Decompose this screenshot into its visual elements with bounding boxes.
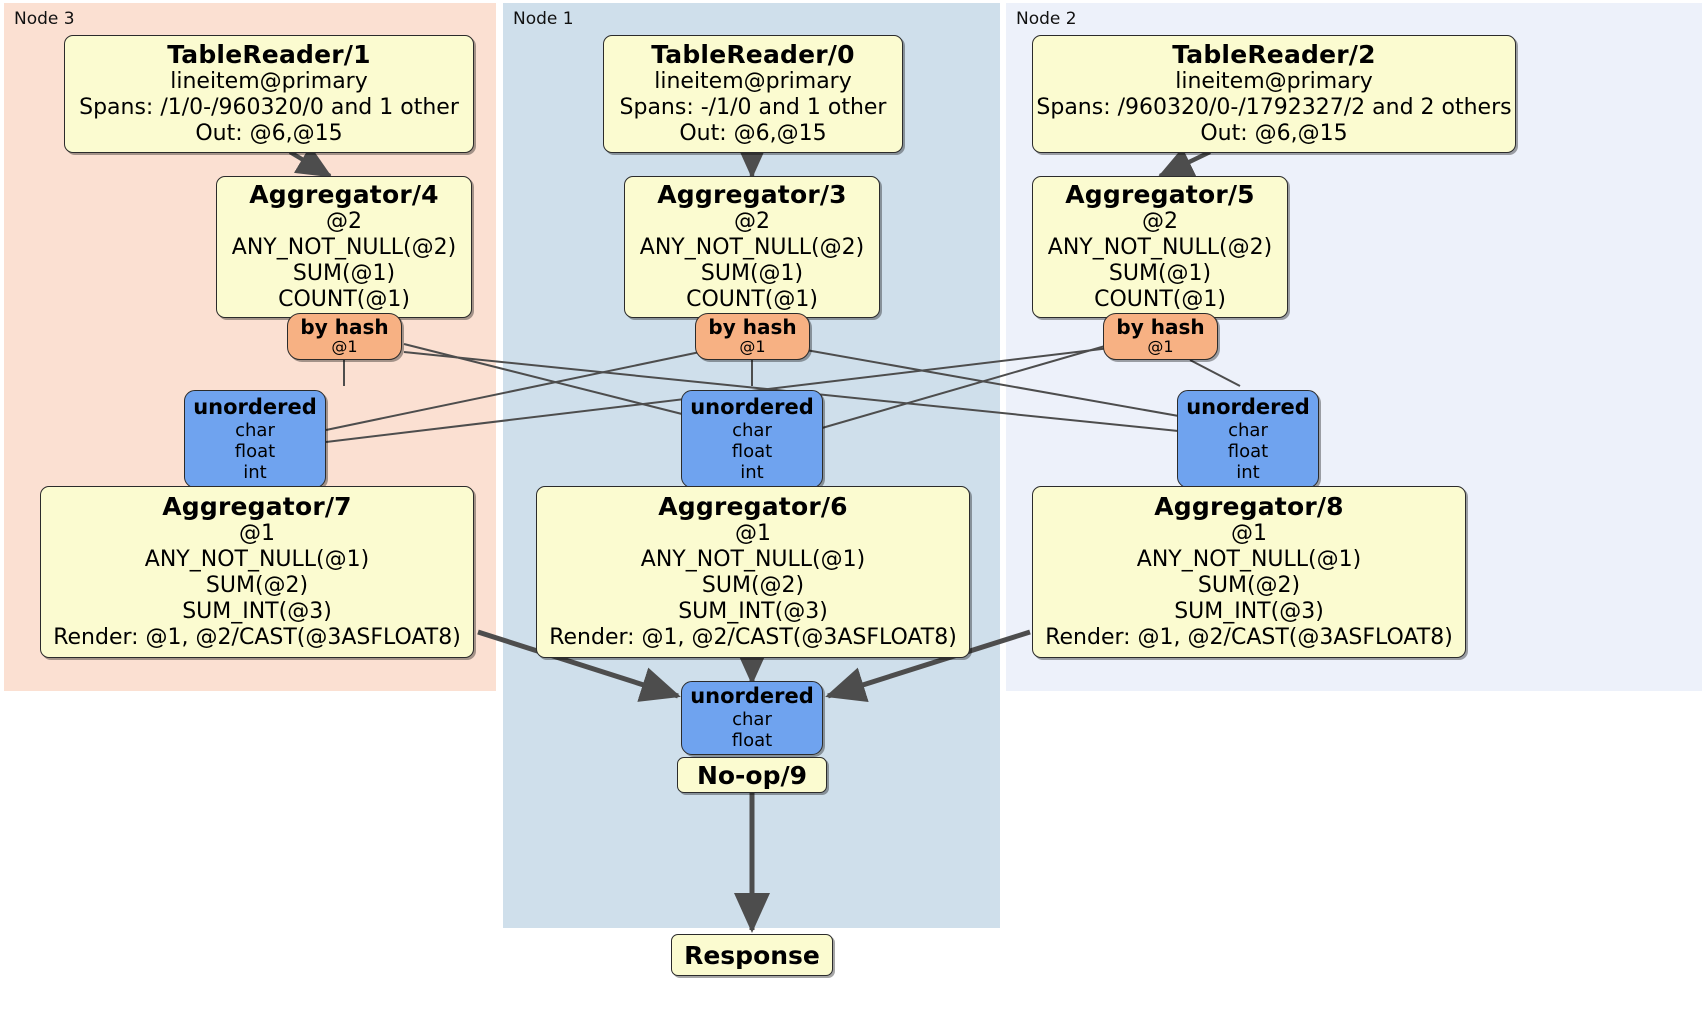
aggregator-7-title: Aggregator/7 bbox=[162, 492, 352, 522]
response-node[interactable]: Response bbox=[671, 934, 833, 976]
synchronizer-node3-title: unordered bbox=[193, 394, 317, 419]
aggregator-3-func-1: ANY_NOT_NULL(@2) bbox=[639, 235, 865, 261]
no-op-9-title: No-op/9 bbox=[696, 760, 808, 790]
aggregator-3[interactable]: Aggregator/3 @2 ANY_NOT_NULL(@2) SUM(@1)… bbox=[624, 176, 880, 318]
table-reader-node2-out: Out: @6,@15 bbox=[1200, 120, 1348, 146]
aggregator-8-group: @1 bbox=[1231, 521, 1267, 547]
hash-router-node2-title: by hash bbox=[1116, 315, 1205, 340]
table-reader-node3-out: Out: @6,@15 bbox=[195, 120, 343, 146]
synchronizer-node3-type-3: int bbox=[243, 462, 267, 483]
aggregator-5-func-2: SUM(@1) bbox=[1108, 261, 1212, 286]
aggregator-8-func-1: ANY_NOT_NULL(@1) bbox=[1136, 547, 1362, 573]
aggregator-8-func-2: SUM(@2) bbox=[1197, 573, 1301, 599]
aggregator-4[interactable]: Aggregator/4 @2 ANY_NOT_NULL(@2) SUM(@1)… bbox=[216, 176, 472, 318]
aggregator-6-render: Render: @1, @2/CAST(@3ASFLOAT8) bbox=[549, 624, 957, 650]
synchronizer-node2-type-1: char bbox=[1228, 419, 1268, 441]
aggregator-3-group: @2 bbox=[734, 209, 770, 235]
hash-router-node3-title: by hash bbox=[300, 315, 389, 340]
table-reader-node3-title: TableReader/1 bbox=[167, 40, 371, 70]
table-reader-node1-out: Out: @6,@15 bbox=[679, 120, 827, 146]
table-reader-node2-title: TableReader/2 bbox=[1172, 40, 1376, 70]
hash-router-node3[interactable]: by hash @1 bbox=[287, 313, 402, 360]
aggregator-3-func-3: COUNT(@1) bbox=[686, 286, 818, 312]
aggregator-8-title: Aggregator/8 bbox=[1154, 492, 1344, 522]
table-reader-node1[interactable]: TableReader/0 lineitem@primary Spans: -/… bbox=[603, 35, 903, 153]
aggregator-5[interactable]: Aggregator/5 @2 ANY_NOT_NULL(@2) SUM(@1)… bbox=[1032, 176, 1288, 318]
aggregator-7-group: @1 bbox=[239, 521, 275, 547]
aggregator-4-title: Aggregator/4 bbox=[249, 180, 439, 210]
aggregator-5-group: @2 bbox=[1142, 209, 1178, 235]
aggregator-5-func-1: ANY_NOT_NULL(@2) bbox=[1047, 235, 1273, 261]
table-reader-node2-spans: Spans: /960320/0-/1792327/2 and 2 others bbox=[1036, 95, 1512, 121]
aggregator-6-title: Aggregator/6 bbox=[658, 492, 848, 522]
synchronizer-node2-type-2: float bbox=[1227, 440, 1269, 462]
aggregator-6-func-3: SUM_INT(@3) bbox=[678, 598, 828, 624]
table-reader-node3-spans: Spans: /1/0-/960320/0 and 1 other bbox=[79, 95, 459, 121]
aggregator-4-func-2: SUM(@1) bbox=[292, 261, 396, 286]
aggregator-4-func-1: ANY_NOT_NULL(@2) bbox=[231, 235, 457, 261]
aggregator-6[interactable]: Aggregator/6 @1 ANY_NOT_NULL(@1) SUM(@2)… bbox=[536, 486, 970, 658]
aggregator-7-func-3: SUM_INT(@3) bbox=[182, 598, 332, 624]
synchronizer-node1-type-1: char bbox=[732, 419, 772, 441]
aggregator-8[interactable]: Aggregator/8 @1 ANY_NOT_NULL(@1) SUM(@2)… bbox=[1032, 486, 1466, 658]
aggregator-7-func-1: ANY_NOT_NULL(@1) bbox=[144, 547, 370, 573]
table-reader-node2[interactable]: TableReader/2 lineitem@primary Spans: /9… bbox=[1032, 35, 1516, 153]
synchronizer-node3-type-2: float bbox=[234, 440, 276, 462]
aggregator-3-title: Aggregator/3 bbox=[657, 180, 847, 210]
table-reader-node2-table: lineitem@primary bbox=[1175, 69, 1373, 95]
aggregator-8-render: Render: @1, @2/CAST(@3ASFLOAT8) bbox=[1045, 624, 1453, 650]
panel-node2-label: Node 2 bbox=[1016, 9, 1077, 29]
aggregator-6-func-1: ANY_NOT_NULL(@1) bbox=[640, 547, 866, 573]
aggregator-5-func-3: COUNT(@1) bbox=[1094, 286, 1226, 312]
synchronizer-node2-type-3: int bbox=[1236, 462, 1260, 483]
hash-router-node1-title: by hash bbox=[708, 315, 797, 340]
response-node-title: Response bbox=[684, 940, 820, 970]
synchronizer-node1-title: unordered bbox=[690, 394, 814, 419]
final-synchronizer-title: unordered bbox=[690, 684, 814, 709]
synchronizer-node3[interactable]: unordered char float int bbox=[184, 390, 326, 488]
table-reader-node3[interactable]: TableReader/1 lineitem@primary Spans: /1… bbox=[64, 35, 474, 153]
table-reader-node1-spans: Spans: -/1/0 and 1 other bbox=[619, 95, 887, 121]
synchronizer-node3-type-1: char bbox=[235, 419, 275, 441]
aggregator-6-group: @1 bbox=[735, 521, 771, 547]
synchronizer-node2[interactable]: unordered char float int bbox=[1177, 390, 1319, 488]
synchronizer-node1-type-2: float bbox=[731, 440, 773, 462]
panel-node3-label: Node 3 bbox=[14, 9, 75, 29]
aggregator-4-group: @2 bbox=[326, 209, 362, 235]
synchronizer-node1[interactable]: unordered char float int bbox=[681, 390, 823, 488]
synchronizer-node2-title: unordered bbox=[1186, 394, 1310, 419]
aggregator-7-func-2: SUM(@2) bbox=[205, 573, 309, 599]
hash-router-node2-col: @1 bbox=[1147, 337, 1174, 357]
aggregator-3-func-2: SUM(@1) bbox=[700, 261, 804, 286]
aggregator-6-func-2: SUM(@2) bbox=[701, 573, 805, 599]
aggregator-5-title: Aggregator/5 bbox=[1065, 180, 1255, 210]
aggregator-8-func-3: SUM_INT(@3) bbox=[1174, 598, 1324, 624]
hash-router-node2[interactable]: by hash @1 bbox=[1103, 313, 1218, 360]
aggregator-7-render: Render: @1, @2/CAST(@3ASFLOAT8) bbox=[53, 624, 461, 650]
synchronizer-node1-type-3: int bbox=[740, 462, 764, 483]
table-reader-node1-title: TableReader/0 bbox=[651, 40, 855, 70]
aggregator-7[interactable]: Aggregator/7 @1 ANY_NOT_NULL(@1) SUM(@2)… bbox=[40, 486, 474, 658]
panel-node1-label: Node 1 bbox=[513, 9, 574, 29]
no-op-9[interactable]: No-op/9 bbox=[677, 757, 827, 793]
hash-router-node1[interactable]: by hash @1 bbox=[695, 313, 810, 360]
final-synchronizer-type-1: char bbox=[732, 709, 772, 731]
aggregator-4-func-3: COUNT(@1) bbox=[278, 286, 410, 312]
table-reader-node1-table: lineitem@primary bbox=[654, 69, 852, 95]
final-synchronizer-type-2: float bbox=[731, 730, 773, 752]
hash-router-node3-col: @1 bbox=[331, 337, 358, 357]
final-synchronizer[interactable]: unordered char float bbox=[681, 681, 823, 755]
table-reader-node3-table: lineitem@primary bbox=[170, 69, 368, 95]
hash-router-node1-col: @1 bbox=[739, 337, 766, 357]
